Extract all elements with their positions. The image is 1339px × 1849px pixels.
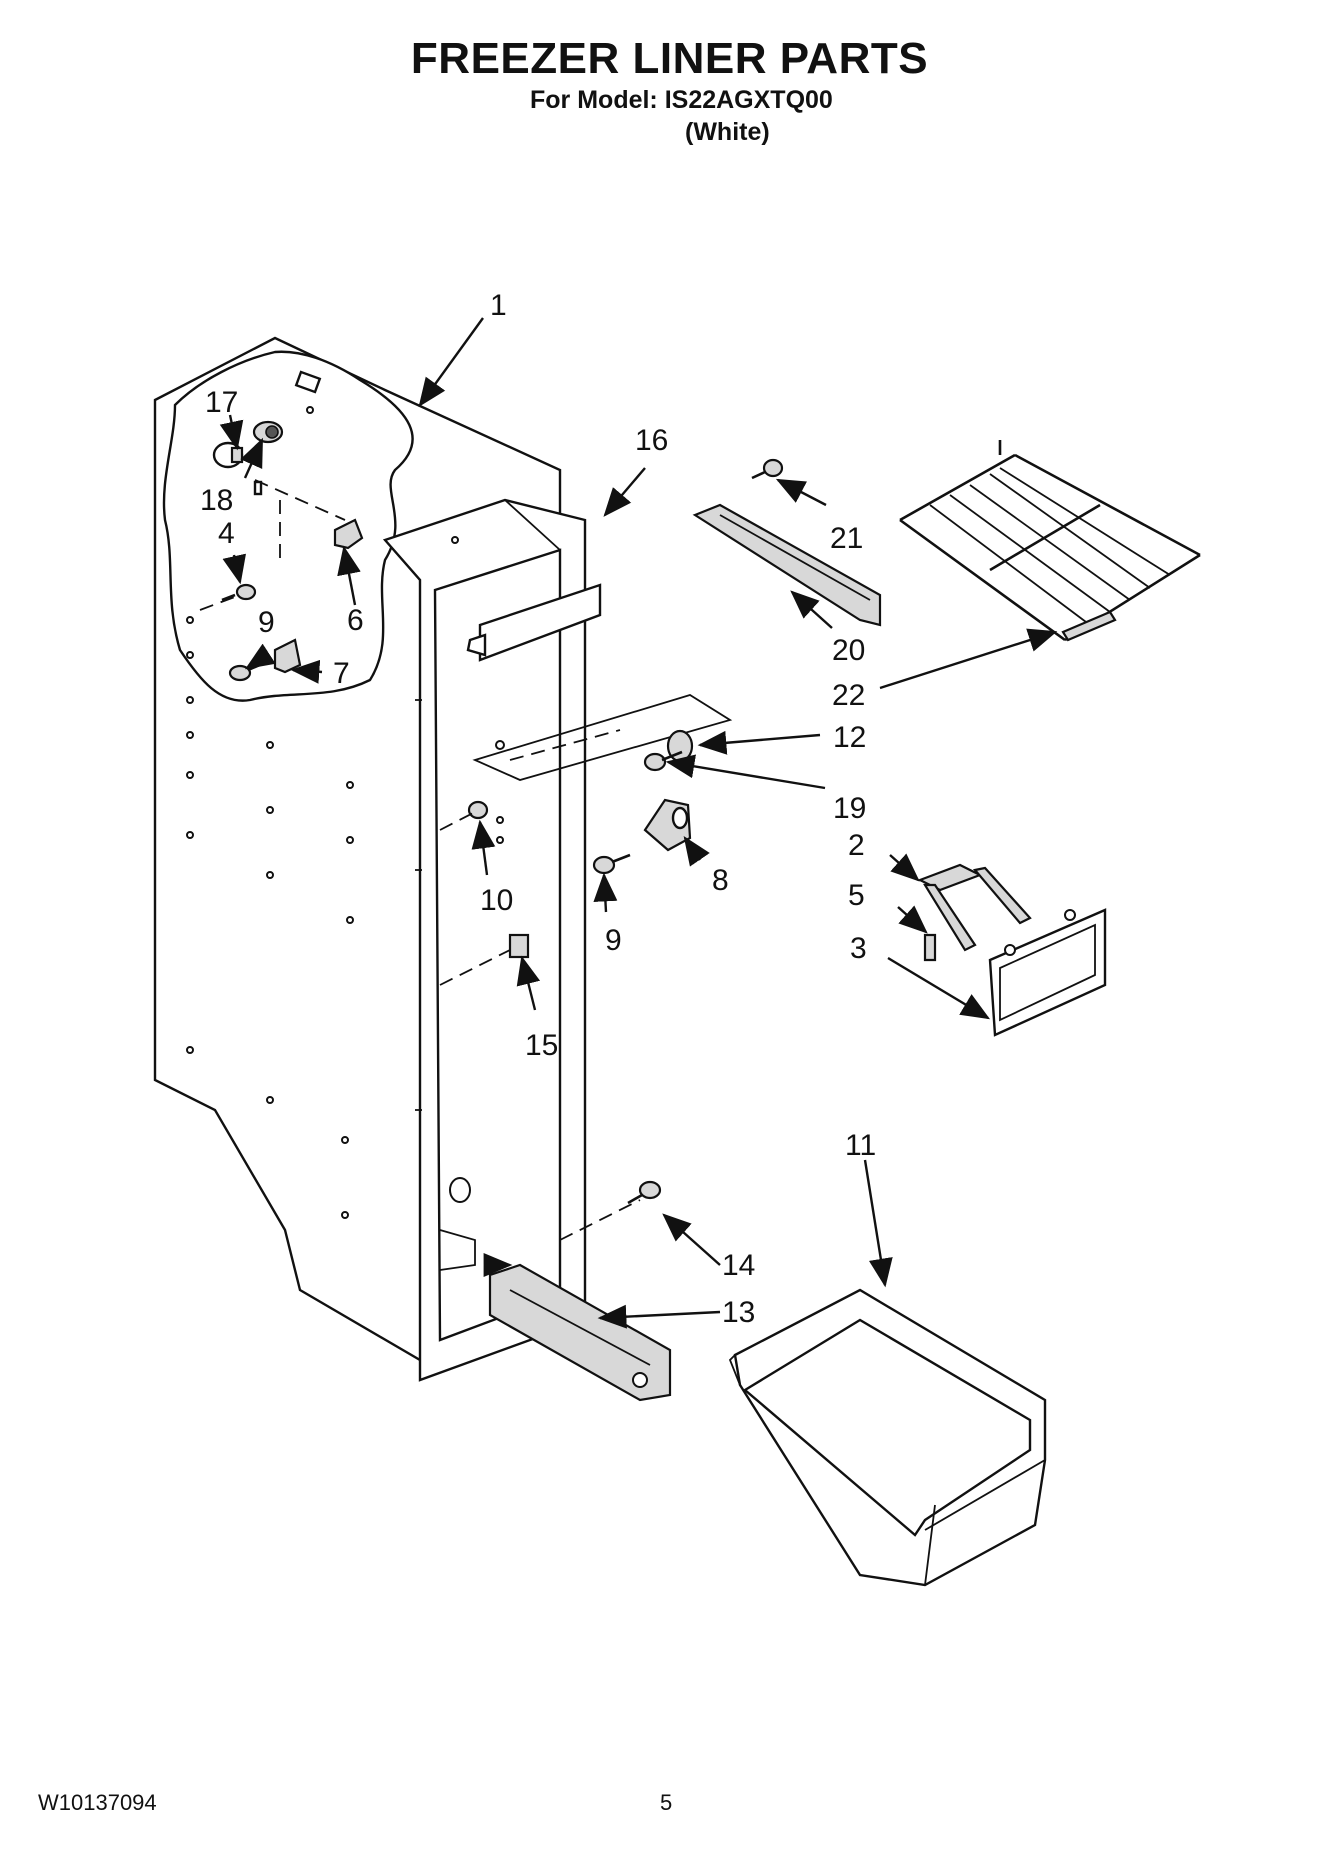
- callout-19: 19: [833, 792, 866, 825]
- part-21-screw: [751, 458, 784, 480]
- callout-7: 7: [333, 657, 350, 690]
- page-number: 5: [660, 1790, 673, 1815]
- part-19-screw: [643, 750, 683, 772]
- part-11-bin: [728, 1288, 1047, 1587]
- part-2-hanger: [917, 863, 1032, 952]
- part-18-socket: [252, 420, 284, 444]
- callout-21: 21: [830, 522, 863, 555]
- callout-2: 2: [848, 829, 865, 862]
- callout-18: 18: [200, 484, 233, 517]
- callout-5: 5: [848, 879, 865, 912]
- callout-9-upper: 9: [258, 606, 275, 639]
- callout-20: 20: [832, 634, 865, 667]
- part-20-rail: [692, 503, 882, 627]
- callout-22: 22: [832, 679, 865, 712]
- callout-4: 4: [218, 517, 235, 550]
- part-13-rail: [488, 1263, 672, 1402]
- callout-11: 11: [845, 1129, 876, 1162]
- part-9-screw-lower: [592, 853, 631, 875]
- callout-10: 10: [480, 884, 513, 917]
- part-10-fastener: [467, 800, 489, 820]
- callout-8: 8: [712, 864, 729, 897]
- callout-1: 1: [490, 289, 507, 322]
- callout-14: 14: [722, 1249, 755, 1282]
- part-22-wire-shelf: [899, 440, 1201, 642]
- callout-9-lower: 9: [605, 924, 622, 957]
- freezer-liner: [153, 336, 587, 1382]
- part-16-cover: [466, 583, 602, 662]
- callout-12: 12: [833, 721, 866, 754]
- callout-17: 17: [205, 386, 238, 419]
- part-5-screw: [923, 933, 937, 962]
- part-6-clip: [333, 518, 364, 550]
- callout-labels: 1 16 17 18 4 6 9 7 21 20 22 12 19 2 8 5 …: [200, 289, 876, 1329]
- callout-16: 16: [635, 424, 668, 457]
- callout-15: 15: [525, 1029, 558, 1062]
- liner-mounting-holes: [186, 406, 504, 1219]
- color-variant: (White): [685, 118, 770, 146]
- leader-arrows: [219, 317, 1058, 1329]
- part-8-cam: [643, 798, 692, 852]
- part-15-switch: [508, 933, 530, 959]
- callout-13: 13: [722, 1296, 755, 1329]
- document-number: W10137094: [38, 1790, 157, 1815]
- model-line: For Model: IS22AGXTQ00: [530, 86, 833, 114]
- part-3-drawer-front: [988, 908, 1107, 1037]
- part-14-screw: [627, 1180, 662, 1205]
- callout-6: 6: [347, 604, 364, 637]
- part-4-screw: [221, 583, 257, 602]
- callout-3: 3: [850, 932, 867, 965]
- page-title: FREEZER LINER PARTS: [410, 34, 929, 83]
